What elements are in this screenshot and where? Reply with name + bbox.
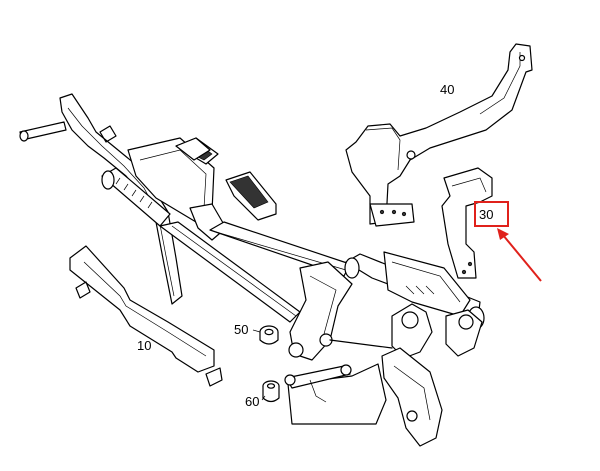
highlight-callout-30: 30 (474, 201, 542, 282)
callout-60: 60 (245, 394, 259, 409)
part-60-bushing (262, 380, 280, 403)
lever-linkage (288, 261, 483, 361)
part-40-bracket (345, 43, 533, 227)
highlight-arrow-head (497, 228, 509, 240)
pedal-bracket-assembly (19, 93, 183, 305)
highlight-box (474, 201, 509, 227)
callout-40: 40 (440, 82, 454, 97)
leader-50 (252, 329, 261, 333)
leader-60 (261, 395, 266, 401)
part-50-bushing (259, 325, 279, 345)
pedal-housing (127, 137, 277, 241)
cam-plate (284, 347, 443, 447)
part-10-base-plate (69, 245, 223, 387)
highlight-arrow-shaft (502, 234, 542, 282)
callout-50: 50 (234, 322, 248, 337)
part-30-bracket (441, 167, 493, 279)
spring-cylinder (101, 167, 301, 323)
rear-frame (344, 251, 485, 330)
callout-30: 30 (479, 207, 493, 222)
callout-10: 10 (137, 338, 151, 353)
